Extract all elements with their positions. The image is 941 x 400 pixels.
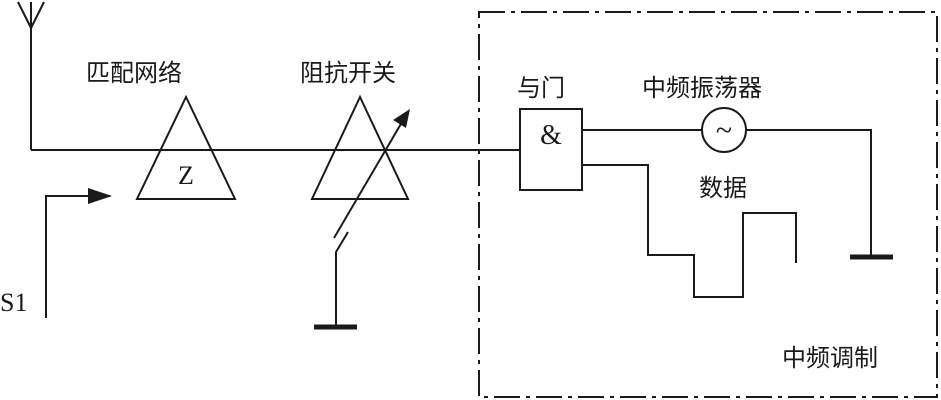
antenna-icon <box>17 1 45 150</box>
if-modulation-label: 中频调制 <box>782 344 878 372</box>
if-oscillator-label: 中频振荡器 <box>642 74 762 102</box>
s1-label: S1 <box>0 288 27 317</box>
matching-network-label: 匹配网络 <box>86 59 182 87</box>
oscillator-ground-line <box>746 129 872 257</box>
impedance-switch-triangle <box>310 94 410 200</box>
impedance-switch-label: 阻抗开关 <box>300 59 396 87</box>
matching-network-triangle <box>135 94 237 200</box>
data-label: 数据 <box>699 174 747 202</box>
and-gate <box>519 108 583 191</box>
sine-icon: ~ <box>716 114 732 147</box>
and-gate-label: 与门 <box>517 74 565 102</box>
variable-arrow-icon <box>333 109 410 239</box>
impedance-symbol: Z <box>178 161 194 190</box>
ground-switch <box>335 231 349 327</box>
data-waveform <box>582 164 797 298</box>
and-symbol: & <box>540 120 562 151</box>
s1-arrow <box>45 188 112 318</box>
if-modulation-box <box>478 11 938 398</box>
